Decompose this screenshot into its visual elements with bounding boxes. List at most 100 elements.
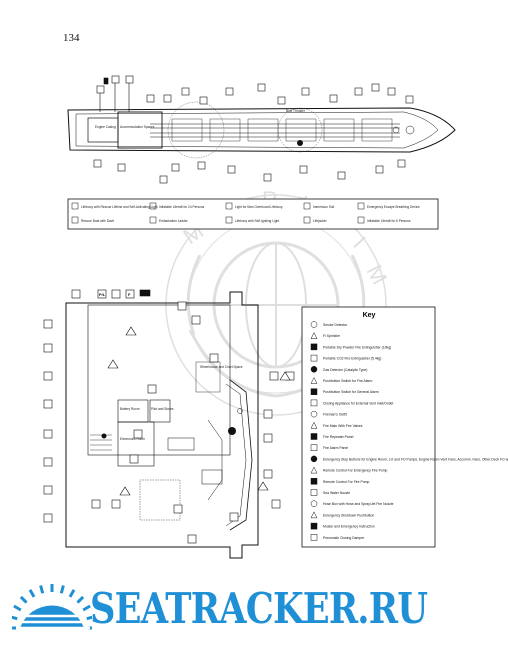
firemans-outfit-icon [310,410,318,418]
legend-strip: Lifebuoy with Rescue Lifeline and Self-A… [67,198,439,230]
key-item: Closing Appliance for External Vent Inle… [310,399,393,407]
ship-plan-labels: Engine Casing Accommodation Spaces Bow T… [95,109,306,129]
key-item: Fireman's Outfit [310,410,347,418]
fire-alarm-panel-icon [310,444,318,451]
key-item: Fi Sprinkler [310,332,341,339]
key-item: Smoke Detector [310,321,348,328]
key-item-label: Hose Box with Hose and Spray/Jet Fire No… [323,502,394,506]
key-item-label: Pneumatic Closing Damper [323,536,365,540]
electronics-room [117,421,155,467]
legend-item: Emergency Escape Breathing Device [367,205,420,209]
emergency-shutdown-icon [310,511,318,519]
key-item: Fire Alarm Panel [310,444,348,451]
bridge-plan-labels: Wheelhouse and Chart Space Battery Room … [120,365,243,441]
key-item: Pneumatic Closing Damper [310,534,365,541]
page-number: 134 [63,32,80,44]
engine-casing-block [87,117,119,143]
key-item: Remote Control For Fire Pump [310,478,369,485]
key-item-label: Closing Appliance for External Vent Inle… [323,401,393,405]
key-item-label: Pushbutton Switch for Fire Alarm [323,379,373,383]
sun-logo-icon [8,584,96,630]
emergency-stop-icon [310,455,318,463]
key-item: Fire Repeater Panel [310,433,354,440]
smoke-detector-icon [310,321,318,328]
legend-item: Lifebuoy with Self-Igniting Light [235,219,279,223]
pneumatic-damper-icon [310,534,318,541]
muster-instruction-icon [310,522,318,530]
key-item: Sea Water Nozzle [310,489,350,496]
ship-deck-plan [67,101,456,159]
key-item: Pushbutton Switch for General Alarm [310,388,379,395]
brand-text: SEATRACKER.RU [90,584,428,633]
accommodation-label: Accommodation Spaces [120,125,155,129]
imo-watermark-logo: M A R I T I M [165,187,393,416]
key-item-label: Fire Main With Fire Valves [323,424,363,428]
bridge-deck-outline [65,291,259,559]
key-item-label: Portable Dry Powder Fire Extinguisher (1… [323,345,391,349]
key-item-label: Fire Alarm Panel [323,446,348,450]
bridge-symbol-texts: P/L F [99,292,131,297]
hose-box-icon [310,500,318,507]
firemans-outfit-symbol: P/L [99,292,106,297]
svg-text:M: M [362,261,393,289]
dry-powder-extinguisher-icon [310,343,318,351]
bow-thruster-label: Bow Thruster [286,109,306,113]
key-item-label: Gas Detector (Catalytic Type) [323,368,367,372]
remote-fire-pump-icon [310,478,318,485]
key-item-label: Remote Control For Fire Pump [323,480,369,484]
fire-main-valve-icon [310,421,318,429]
sea-water-nozzle-icon [310,489,318,496]
pilot-stores-label: Pilot and Stores [151,407,174,411]
key-item: Portable Dry Powder Fire Extinguisher (1… [310,343,391,351]
key-item-label: Pushbutton Switch for General Alarm [323,390,379,394]
key-item-label: Emergency Shutdown Pushbutton [323,513,374,517]
bridge-symbols [43,289,295,544]
legend-item: Light for Man Overboard Lifebuoy [235,205,283,209]
ship-hull-outline [67,107,456,153]
fire-repeater-panel-icon [310,433,318,440]
gas-detector-icon [310,366,318,373]
key-item: Pushbutton Switch for Fire Alarm [310,376,373,384]
co2-extinguisher-icon [310,354,318,362]
bridge-deck-plan [65,291,259,559]
fire-alarm-pushbutton-icon [310,376,318,384]
key-item-label: Smoke Detector [323,323,348,327]
legend-item: Lifejacket [313,219,327,223]
fire-safety-plan-drawing: M A R I T I M Engine Casin [43,75,508,559]
battery-room-label: Battery Room [120,407,140,411]
ship-callout-symbols [93,75,414,184]
key-item-label: Muster and Emergency Instruction [323,525,375,529]
key-item-label: Remote Control For Emergency Fire Pump [323,469,388,473]
legend-item: Inflatable Liferaft for 24 Persons [159,205,205,209]
electronics-room-label: Electronics Room [120,437,145,441]
brand-banner: SEATRACKER.RU [8,580,504,634]
key-item: Muster and Emergency Instruction [310,522,375,530]
key-title: Key [363,312,376,319]
pilot-stores-room [149,399,171,423]
key-item-label: Emergency Stop Buttons for Engine Room, … [323,457,508,461]
wheelhouse-label: Wheelhouse and Chart Space [200,365,243,369]
key-item-label: Sea Water Nozzle [323,491,350,495]
key-item: Emergency Stop Buttons for Engine Room, … [310,455,508,463]
accommodation-block [117,111,163,149]
legend-item: Embarkation Ladder [159,219,189,223]
f-symbol: F [128,292,131,297]
key-item: Remote Control For Emergency Fire Pump [310,466,388,474]
key-item-label: Fireman's Outfit [323,413,347,417]
general-alarm-pushbutton-icon [310,388,318,395]
legend-item: Lifebuoy with Rescue Lifeline and Self-A… [81,205,158,209]
key-item-label: Portable CO2 Fire Extinguisher (5.4kg) [323,357,381,361]
key-item-label: Fi Sprinkler [323,334,341,338]
svg-text:I: I [348,232,371,253]
legend-item: Rescue Boat with Davit [81,219,114,223]
engine-casing-label: Engine Casing [95,125,116,129]
vent-closing-icon [310,399,318,407]
legend-item: Inflatable Liferaft for 6 Persons [367,219,411,223]
battery-room [117,399,149,423]
key-item: Emergency Shutdown Pushbutton [310,511,374,519]
key-item: Gas Detector (Catalytic Type) [310,366,367,373]
fire-sprinkler-icon [310,332,318,339]
legend-item: Immersion Suit [313,205,334,209]
